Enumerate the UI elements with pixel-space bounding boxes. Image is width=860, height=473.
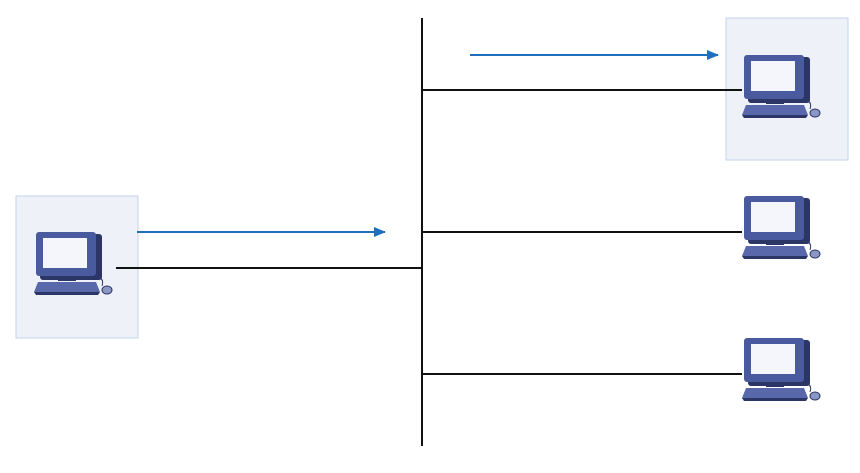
keyboard-edge <box>742 115 808 118</box>
mouse-cable <box>99 277 104 287</box>
keyboard-shape <box>742 105 808 115</box>
mouse-shape <box>809 249 821 259</box>
monitor-screen <box>43 238 87 268</box>
monitor-stand <box>766 382 784 387</box>
mouse-cable <box>807 100 812 110</box>
monitor-stand <box>766 240 784 245</box>
keyboard-shape <box>742 246 808 256</box>
monitor-screen <box>751 61 795 91</box>
monitor-stand <box>58 276 76 281</box>
mouse-shape <box>809 108 821 118</box>
monitor-screen <box>751 344 795 374</box>
sender-computer-icon[interactable] <box>34 232 113 295</box>
keyboard-shape <box>34 282 100 292</box>
mouse-shape <box>809 391 821 401</box>
mouse-shape <box>101 285 113 295</box>
monitor-stand <box>766 99 784 104</box>
keyboard-edge <box>34 292 100 295</box>
monitor-screen <box>751 202 795 232</box>
keyboard-shape <box>742 388 808 398</box>
mouse-cable <box>807 241 812 251</box>
host-3-computer-icon[interactable] <box>742 338 821 401</box>
mouse-cable <box>807 383 812 393</box>
keyboard-edge <box>742 398 808 401</box>
keyboard-edge <box>742 256 808 259</box>
receiver-1-computer-icon[interactable] <box>742 55 821 118</box>
host-2-computer-icon[interactable] <box>742 196 821 259</box>
